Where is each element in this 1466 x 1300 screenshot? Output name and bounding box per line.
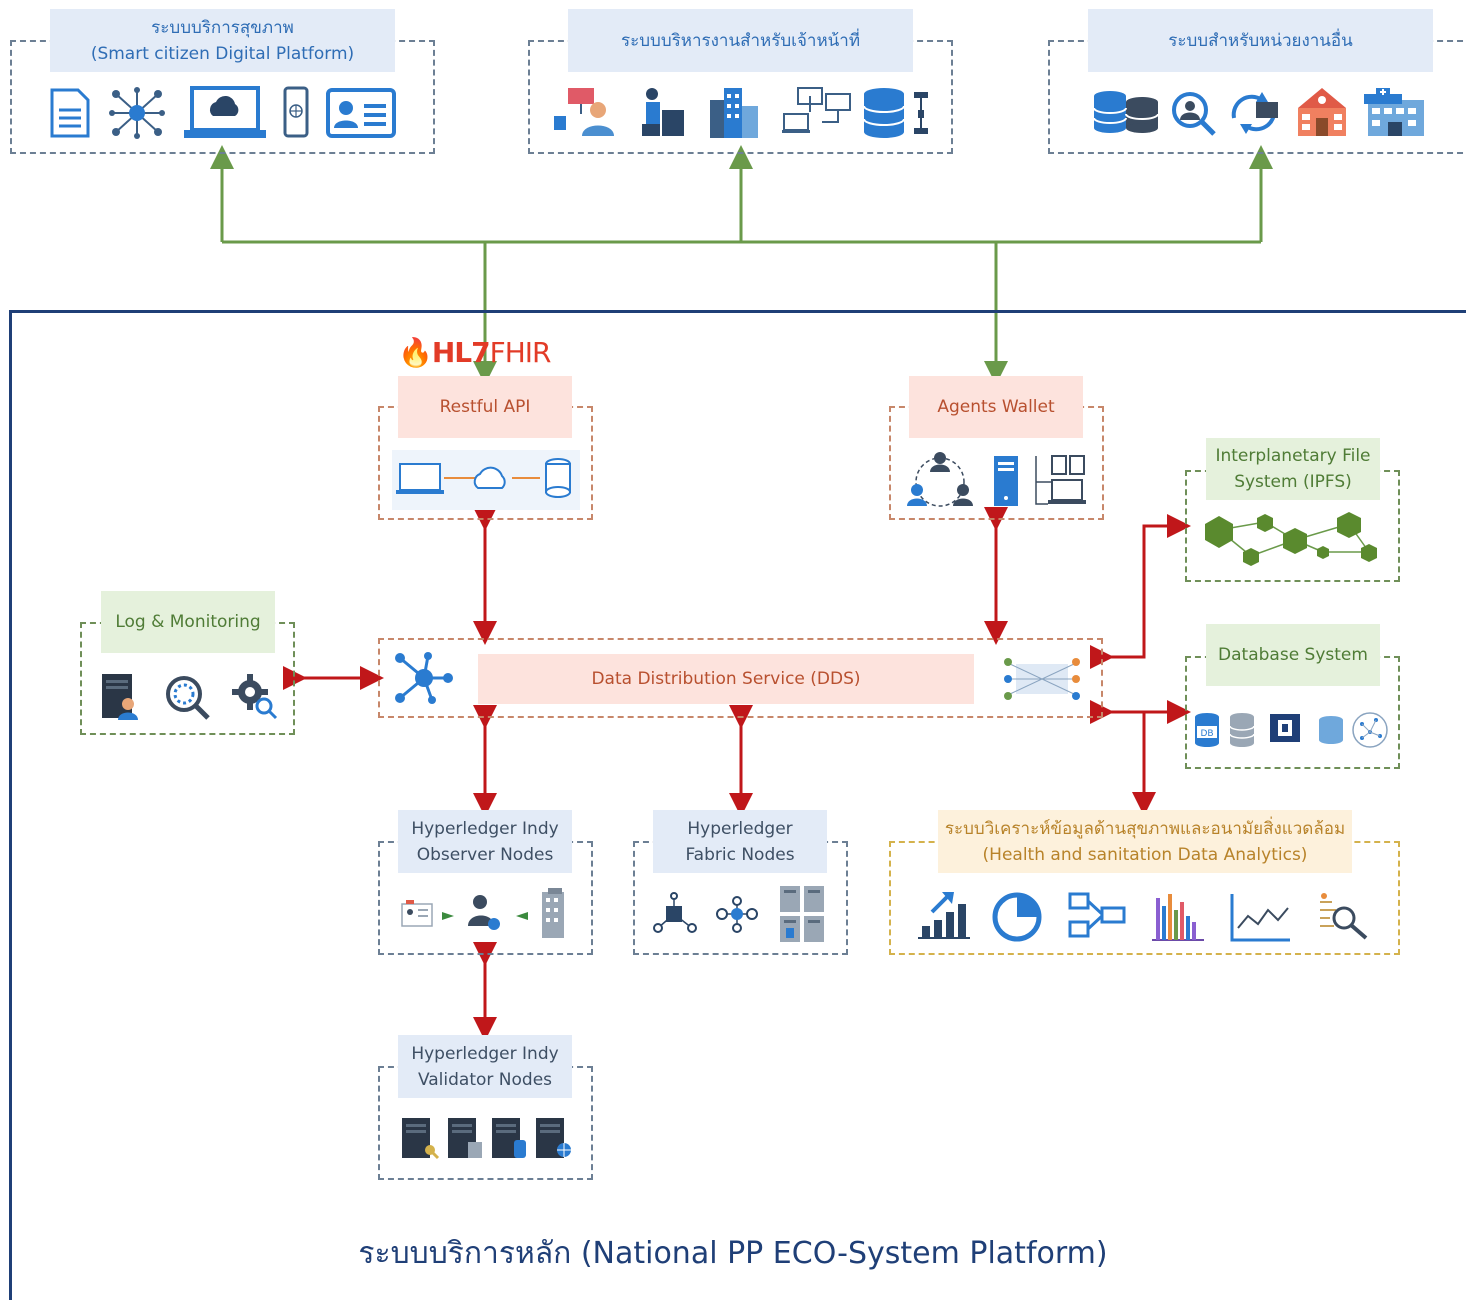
hl7-text: HL7 [431, 336, 491, 369]
fabric-nodes-label: Hyperledger Fabric Nodes [653, 810, 827, 873]
server-rack-group-icon [778, 884, 828, 948]
validator-server-db-icon [490, 1116, 530, 1164]
officer-label: ระบบบริหารงานสำหรับเจ้าหน้าที่ [568, 9, 913, 72]
observer-flow-icon [398, 886, 578, 946]
ipfs-label: Interplanetary File System (IPFS) [1206, 438, 1380, 500]
office-worker-icon [638, 86, 686, 142]
server-tower-icon [992, 454, 1020, 512]
data-network-icon [1002, 654, 1082, 708]
observer-line1: Hyperledger Indy [411, 818, 559, 839]
hl7-fhir-logo: 🔥HL7FHIR [398, 336, 552, 369]
line-chart-icon [1230, 892, 1292, 946]
dds-text: Data Distribution Service (DDS) [591, 669, 861, 689]
log-monitoring-text: Log & Monitoring [115, 612, 261, 632]
database-system-text: Database System [1218, 645, 1368, 665]
monitoring-search-icon [164, 674, 210, 724]
dds-group [378, 638, 1103, 718]
buildings-icon [708, 84, 760, 144]
database-app-icon [1268, 712, 1302, 748]
agency-label: ระบบสำหรับหน่วยงานอื่น [1088, 9, 1433, 72]
health-service-subtitle: (Smart citizen Digital Platform) [90, 43, 355, 64]
fabric-line2: Fabric Nodes [685, 844, 795, 865]
health-service-title: ระบบบริการสุขภาพ [151, 17, 294, 38]
fabric-nodes-icon [716, 896, 758, 938]
validator-server-globe-icon [534, 1116, 574, 1164]
validator-server-storage-icon [446, 1116, 486, 1164]
api-flow-icon [392, 450, 580, 514]
document-icon [50, 88, 90, 142]
database-transfer-icon [1092, 90, 1160, 140]
validator-line1: Hyperledger Indy [411, 1043, 559, 1064]
ipfs-line1: Interplanetary File [1215, 446, 1371, 466]
analytics-line1: ระบบวิเคราะห์ข้อมูลด้านสุขภาพและอนามัยสิ… [944, 818, 1346, 839]
data-sphere-icon [1350, 710, 1390, 754]
network-people-icon [108, 86, 166, 144]
validator-nodes-label: Hyperledger Indy Validator Nodes [398, 1035, 572, 1098]
observer-nodes-label: Hyperledger Indy Observer Nodes [398, 810, 572, 873]
server-user-icon [100, 672, 140, 724]
computers-network-icon [782, 86, 852, 142]
health-service-label: ระบบบริการสุขภาพ (Smart citizen Digital … [50, 9, 395, 72]
database-server-icon [862, 86, 934, 144]
svg-text:DB: DB [1200, 729, 1213, 739]
analytics-line2: (Health and sanitation Data Analytics) [982, 844, 1308, 865]
officer-title: ระบบบริหารงานสำหรับเจ้าหน้าที่ [620, 30, 861, 51]
main-platform-frame [9, 310, 1466, 1300]
observer-line2: Observer Nodes [416, 844, 554, 865]
restful-api-text: Restful API [439, 397, 531, 417]
validator-line2: Validator Nodes [417, 1069, 553, 1090]
agents-wallet-text: Agents Wallet [937, 397, 1055, 417]
fabric-cube-network-icon [652, 892, 698, 940]
agency-title: ระบบสำหรับหน่วยงานอื่น [1168, 30, 1353, 51]
user-search-icon [1170, 90, 1216, 140]
storage-stack-icon [1228, 712, 1256, 752]
flame-icon: 🔥 [398, 336, 433, 369]
validator-server-key-icon [400, 1116, 440, 1164]
agents-wallet-label: Agents Wallet [909, 376, 1083, 438]
devices-network-icon [1030, 452, 1090, 512]
db-cloud-icon [1316, 714, 1346, 750]
dds-label: Data Distribution Service (DDS) [478, 654, 974, 704]
presenter-icon [552, 86, 616, 142]
id-card-icon [326, 88, 396, 142]
database-system-label: Database System [1206, 624, 1380, 686]
agents-cycle-icon [904, 448, 976, 516]
bar-chart-icon [1150, 888, 1206, 946]
hub-network-icon [392, 652, 454, 708]
settings-search-icon [232, 674, 278, 724]
folder-sync-icon [1226, 88, 1282, 142]
laptop-cloud-icon [183, 86, 267, 144]
analytics-label: ระบบวิเคราะห์ข้อมูลด้านสุขภาพและอนามัยสิ… [938, 810, 1352, 873]
mobile-phone-icon [283, 86, 309, 142]
db-cylinder-icon: DB [1193, 712, 1221, 752]
fabric-line1: Hyperledger [687, 818, 793, 839]
fhir-text: FHIR [489, 336, 552, 369]
hospital-icon [1362, 86, 1428, 142]
school-icon [1294, 86, 1350, 142]
pie-chart-icon [990, 890, 1044, 948]
log-monitoring-label: Log & Monitoring [101, 591, 275, 653]
data-flow-diagram-icon [1066, 890, 1128, 946]
restful-api-label: Restful API [398, 376, 572, 438]
platform-title: ระบบบริการหลัก (National PP ECO-System P… [358, 1236, 1108, 1271]
data-search-icon [1316, 892, 1372, 946]
ipfs-line2: System (IPFS) [1234, 472, 1352, 492]
ipfs-nodes-icon [1203, 512, 1383, 570]
growth-chart-icon [918, 890, 970, 944]
